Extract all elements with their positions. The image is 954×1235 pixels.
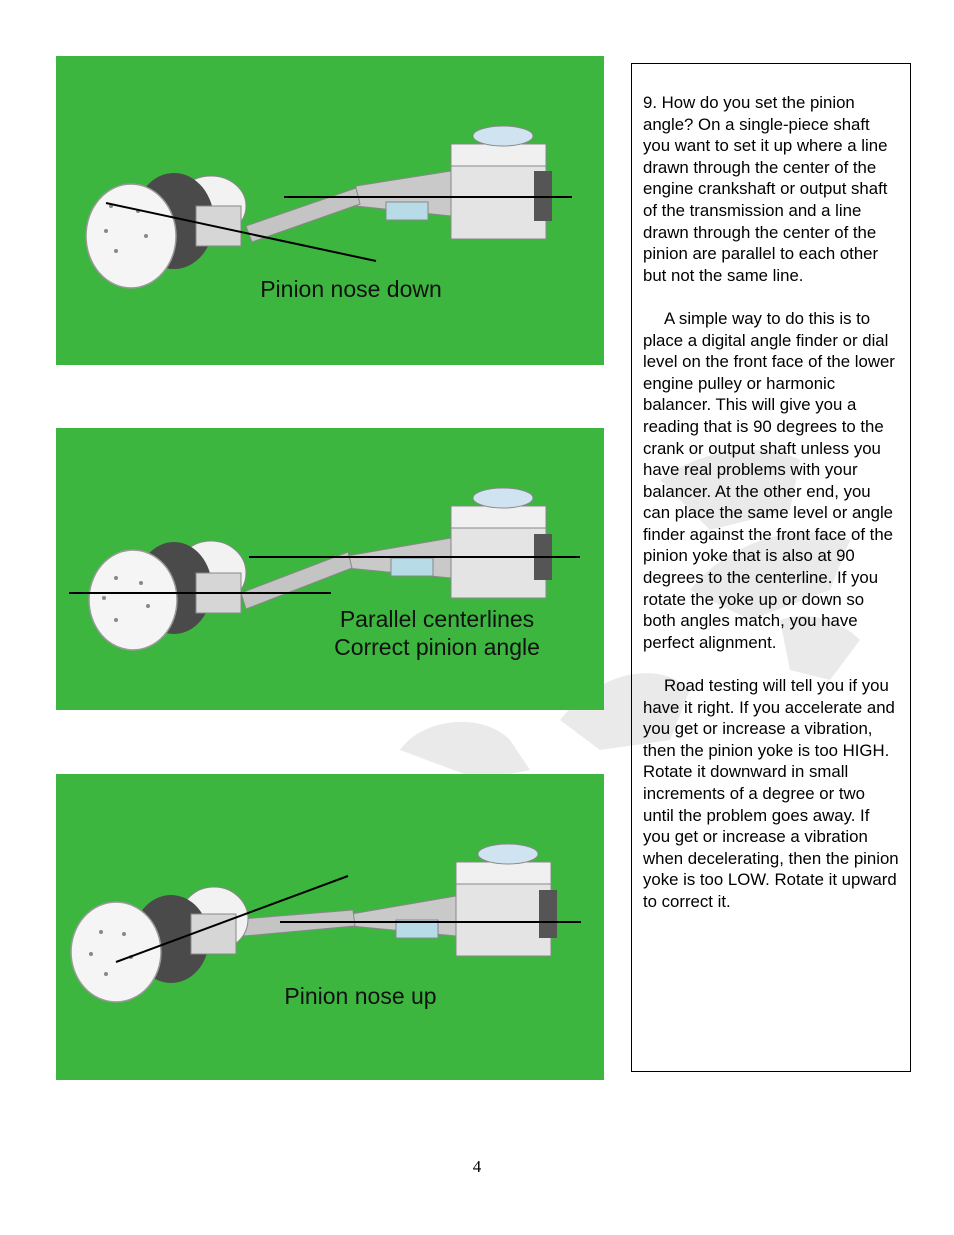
figure-pinion-nose-down: Pinion nose down bbox=[56, 56, 604, 365]
instruction-text-box: 9. How do you set the pinion angle? On a… bbox=[631, 63, 911, 1072]
figure-caption: Pinion nose up bbox=[284, 983, 437, 1009]
diagram-drivetrain-nose-down bbox=[85, 125, 572, 289]
paragraph-road-testing: Road testing will tell you if you have i… bbox=[643, 676, 899, 911]
figure-caption-line-2: Correct pinion angle bbox=[334, 634, 540, 660]
page-number: 4 bbox=[472, 1157, 482, 1176]
figure-parallel-centerlines: Parallel centerlines Correct pinion angl… bbox=[56, 428, 604, 710]
paragraph-angle-finder: A simple way to do this is to place a di… bbox=[643, 308, 895, 652]
figure-pinion-nose-up: Pinion nose up bbox=[56, 774, 604, 1080]
figure-caption: Pinion nose down bbox=[260, 276, 442, 302]
figure-caption-line-1: Parallel centerlines bbox=[339, 606, 535, 632]
diagram-drivetrain-parallel bbox=[69, 487, 580, 651]
diagram-drivetrain-nose-up bbox=[70, 843, 581, 1003]
paragraph-question: 9. How do you set the pinion angle? On a… bbox=[643, 93, 888, 285]
